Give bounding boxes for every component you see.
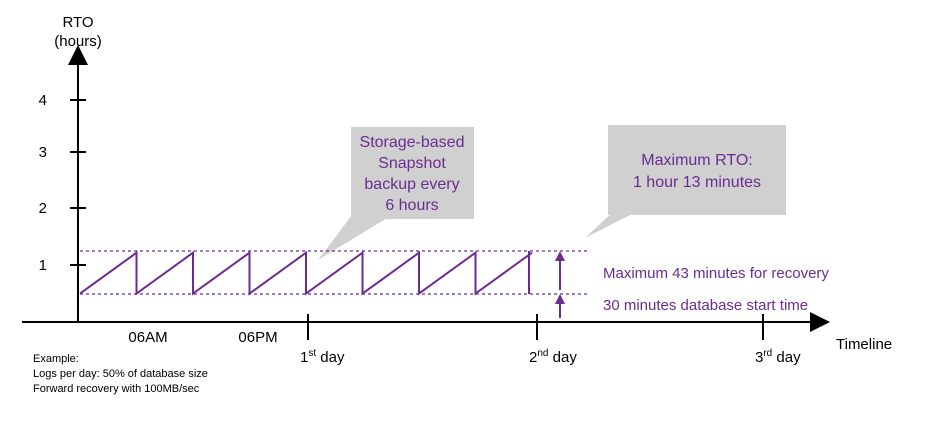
day-label-2: 2nd day	[529, 348, 577, 366]
max-rto-callout-tail	[585, 210, 640, 238]
y-axis-label-line-1: RTO	[62, 14, 93, 31]
note-example: Example:	[33, 353, 79, 365]
snapshot-line-1: Storage-based	[360, 134, 465, 151]
y-tick-label-4: 4	[39, 92, 47, 109]
snapshot-line-2: Snapshot	[378, 155, 446, 172]
start-time-annotation: 30 minutes database start time	[603, 297, 808, 314]
max-rto-line-2: 1 hour 13 minutes	[633, 174, 761, 191]
max-rto-callout: Maximum RTO: 1 hour 13 minutes	[585, 125, 786, 238]
day-label-3: 3rd day	[755, 348, 801, 366]
snapshot-callout: Storage-based Snapshot backup every 6 ho…	[318, 127, 474, 260]
y-ticks: 1 2 3 4	[39, 92, 86, 274]
recovery-annotation: Maximum 43 minutes for recovery	[603, 265, 829, 282]
start-time-arrow	[555, 294, 565, 318]
snapshot-callout-box	[351, 127, 474, 219]
rto-sawtooth-series	[79, 250, 533, 296]
y-tick-label-2: 2	[39, 200, 47, 217]
max-rto-callout-box	[608, 125, 786, 215]
day-label-1: 1st day	[300, 348, 345, 366]
snapshot-line-4: 6 hours	[385, 197, 438, 214]
x-axis-label: Timeline	[836, 336, 892, 353]
x-ticks	[307, 314, 764, 340]
snapshot-line-3: backup every	[364, 176, 459, 193]
recovery-arrow	[555, 251, 565, 290]
note-logs-per-day: Logs per day: 50% of database size	[33, 368, 208, 380]
y-axis-label-line-2: (hours)	[54, 33, 102, 50]
time-label-06am: 06AM	[128, 329, 167, 346]
note-forward-recovery: Forward recovery with 100MB/sec	[33, 383, 200, 395]
y-tick-label-1: 1	[39, 257, 47, 274]
max-rto-line-1: Maximum RTO:	[641, 152, 752, 169]
snapshot-callout-tail	[318, 215, 392, 260]
y-tick-label-3: 3	[39, 144, 47, 161]
time-label-06pm: 06PM	[238, 329, 277, 346]
